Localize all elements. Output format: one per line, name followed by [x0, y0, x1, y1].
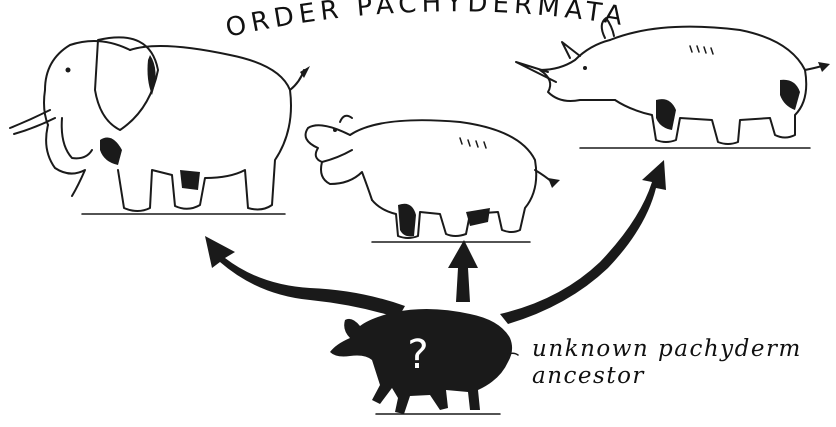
rhinoceros-icon — [516, 18, 830, 148]
ancestor-caption: unknown pachyderm ancestor — [532, 336, 802, 390]
question-mark: ? — [407, 332, 428, 378]
caption-line-2: ancestor — [532, 363, 802, 390]
ancestor-silhouette-icon: ? — [330, 309, 518, 414]
hippopotamus-icon — [306, 116, 560, 242]
arrow-to-elephant — [205, 236, 405, 318]
arrow-to-hippopotamus — [448, 240, 478, 302]
diagram-title: ORDER PACHYDERMATA — [223, 0, 629, 44]
caption-line-1: unknown pachyderm — [532, 336, 802, 363]
elephant-icon — [10, 37, 310, 214]
